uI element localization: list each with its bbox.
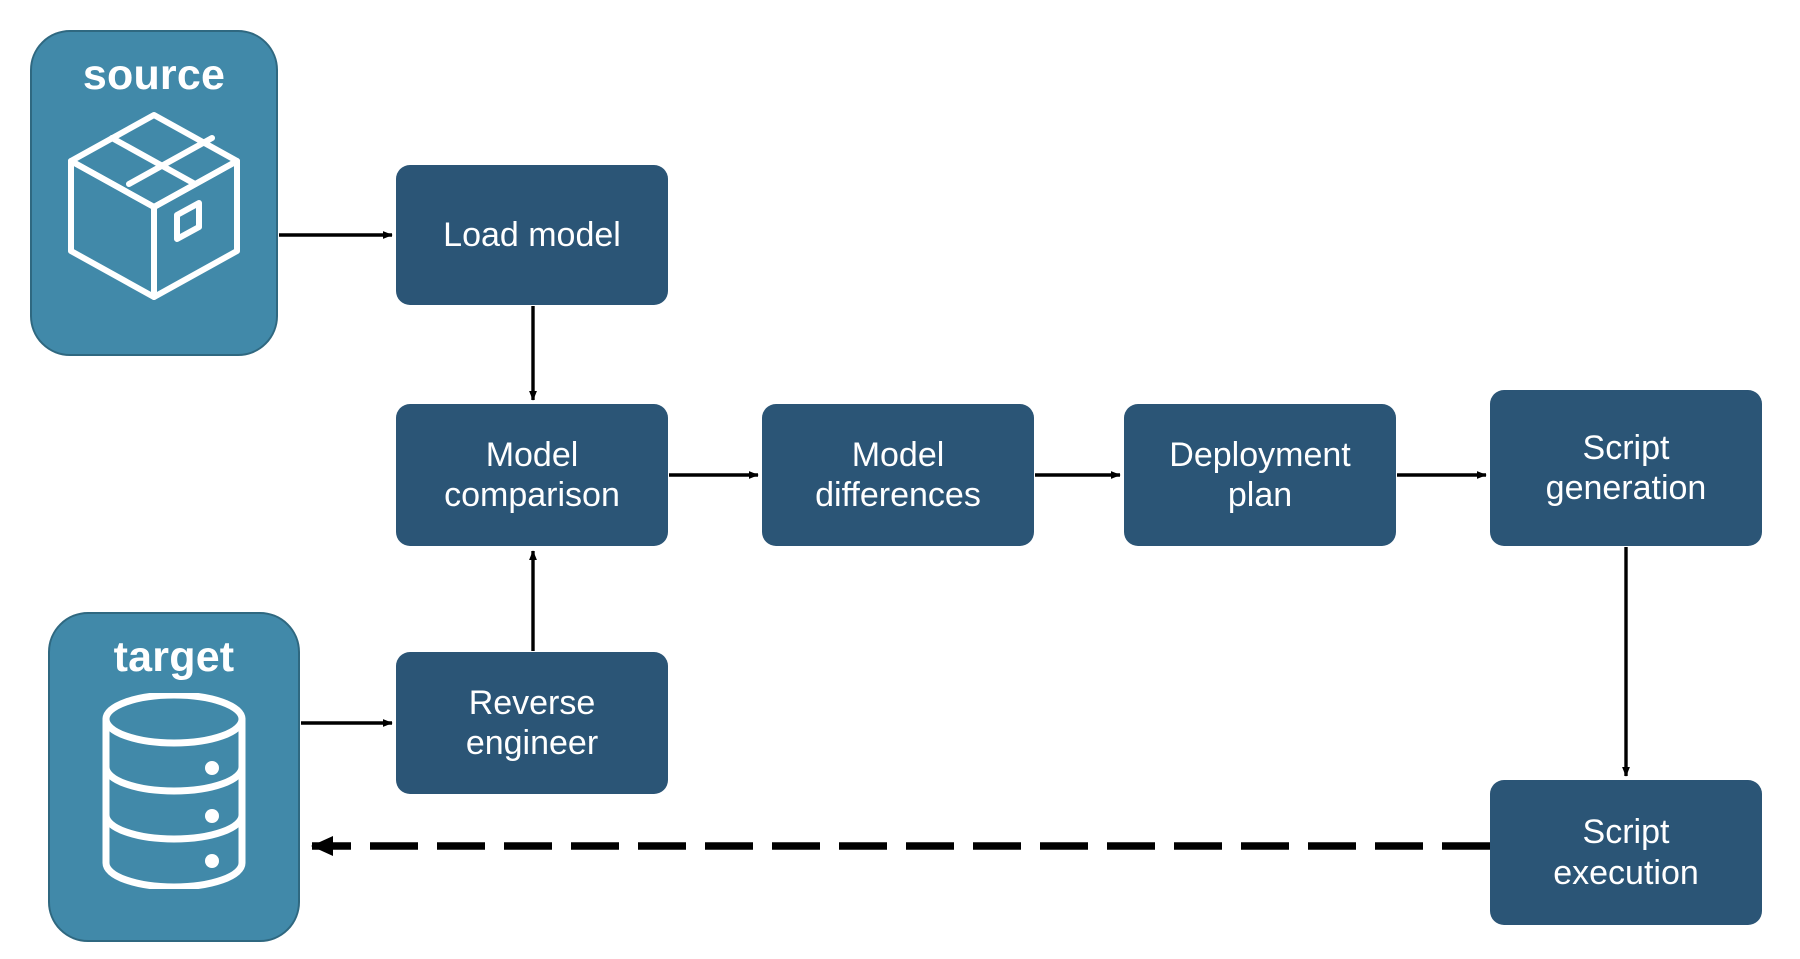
package-box-icon (59, 105, 249, 310)
database-cylinder-icon (94, 691, 254, 894)
process-label-load-model: Load model (443, 215, 621, 254)
process-box-script-generation[interactable]: Script generation (1490, 390, 1762, 546)
process-box-model-differences[interactable]: Model differences (762, 404, 1034, 546)
process-label-model-differences: Model differences (815, 435, 981, 514)
process-label-script-execution: Script execution (1553, 813, 1699, 892)
endpoint-node-target[interactable]: target (48, 612, 300, 942)
process-box-model-comparison[interactable]: Model comparison (396, 404, 668, 546)
process-box-load-model[interactable]: Load model (396, 165, 668, 305)
endpoint-node-source[interactable]: source (30, 30, 278, 356)
endpoint-label-source: source (82, 51, 226, 99)
endpoint-label-target: target (113, 633, 235, 681)
process-box-reverse-engineer[interactable]: Reverse engineer (396, 652, 668, 794)
process-box-script-execution[interactable]: Script execution (1490, 780, 1762, 925)
process-label-model-comparison: Model comparison (444, 435, 620, 514)
process-label-deployment-plan: Deployment plan (1169, 435, 1351, 514)
process-label-reverse-engineer: Reverse engineer (465, 683, 599, 762)
process-label-script-generation: Script generation (1545, 428, 1707, 507)
process-box-deployment-plan[interactable]: Deployment plan (1124, 404, 1396, 546)
